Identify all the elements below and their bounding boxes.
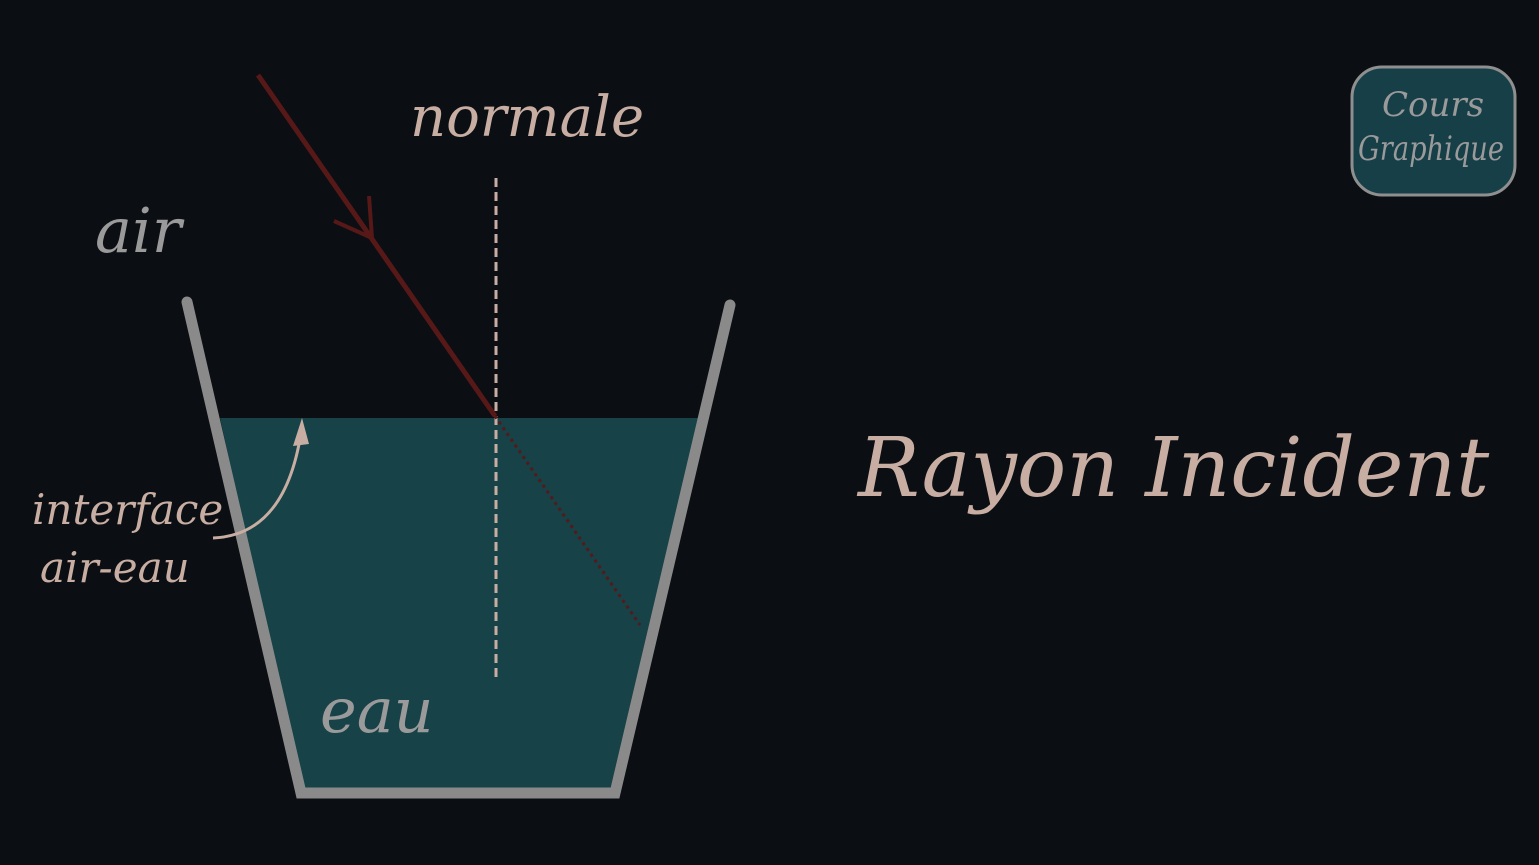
glass-outline <box>181 296 736 799</box>
interface-label-line1: interface <box>32 485 223 534</box>
interface-pointer-arrowhead <box>293 418 309 446</box>
air-label: air <box>95 194 185 267</box>
water-label: eau <box>320 674 434 747</box>
water-fill <box>220 418 698 790</box>
logo-background <box>1350 65 1517 197</box>
interface-label-line2: air-eau <box>40 543 190 592</box>
interface-pointer-arrow <box>212 425 304 540</box>
incident-ray-arrowhead <box>333 195 375 242</box>
logo-line2: Graphique <box>1358 129 1504 169</box>
incident-ray <box>255 73 498 418</box>
logo-line1: Cours <box>1382 85 1484 125</box>
logo-badge: Cours Graphique <box>1350 65 1517 197</box>
diagram-title: Rayon Incident <box>856 421 1490 516</box>
ray-continuation <box>493 415 642 626</box>
normal-label: normale <box>410 85 644 150</box>
